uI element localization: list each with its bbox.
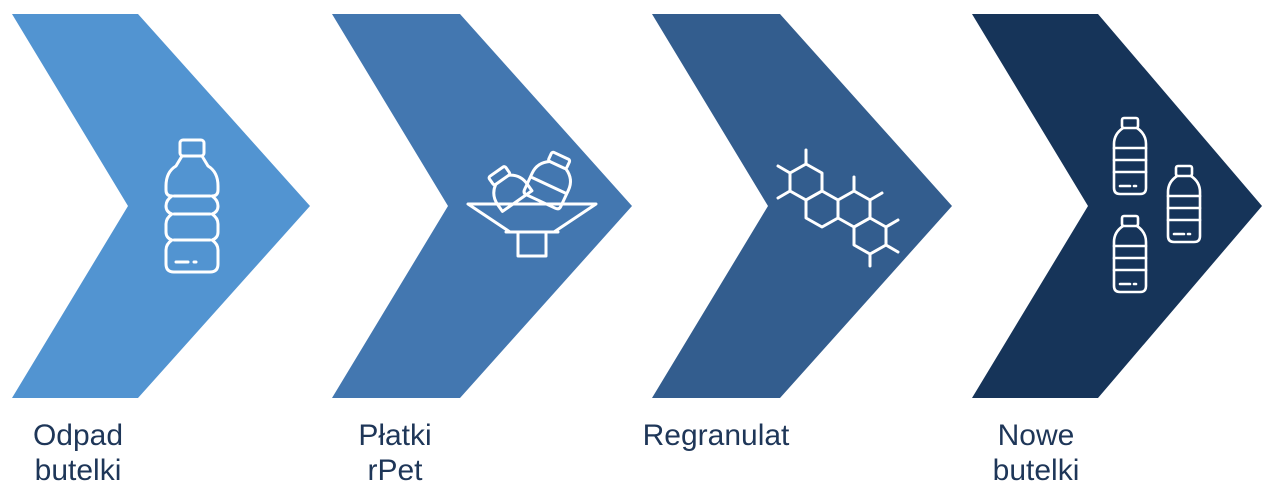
step-label-regranulate: Regranulat — [611, 418, 821, 453]
step-label-rpet-flakes: Płatki rPet — [290, 418, 500, 488]
three-bottles-icon — [1112, 116, 1202, 294]
label-line: butelki — [992, 454, 1080, 487]
label-line: Regranulat — [642, 419, 790, 452]
molecule-icon — [0, 0, 1262, 400]
chevron-arrows — [12, 14, 1262, 398]
step-label-new-bottles: Nowe butelki — [931, 418, 1141, 488]
chevron-step-3 — [652, 14, 952, 398]
label-line: rPet — [367, 454, 423, 487]
label-line: Nowe — [997, 419, 1075, 452]
label-line: Płatki — [358, 419, 432, 452]
chevron-step-2 — [332, 14, 632, 398]
funnel-bottles-icon — [0, 0, 1262, 400]
chevron-step-1 — [12, 14, 310, 398]
chevron-step-4 — [972, 14, 1262, 398]
label-line: butelki — [34, 454, 122, 487]
label-line: Odpad — [32, 419, 124, 452]
bottle-icon — [0, 0, 1262, 400]
step-label-waste-bottles: Odpad butelki — [0, 418, 183, 488]
